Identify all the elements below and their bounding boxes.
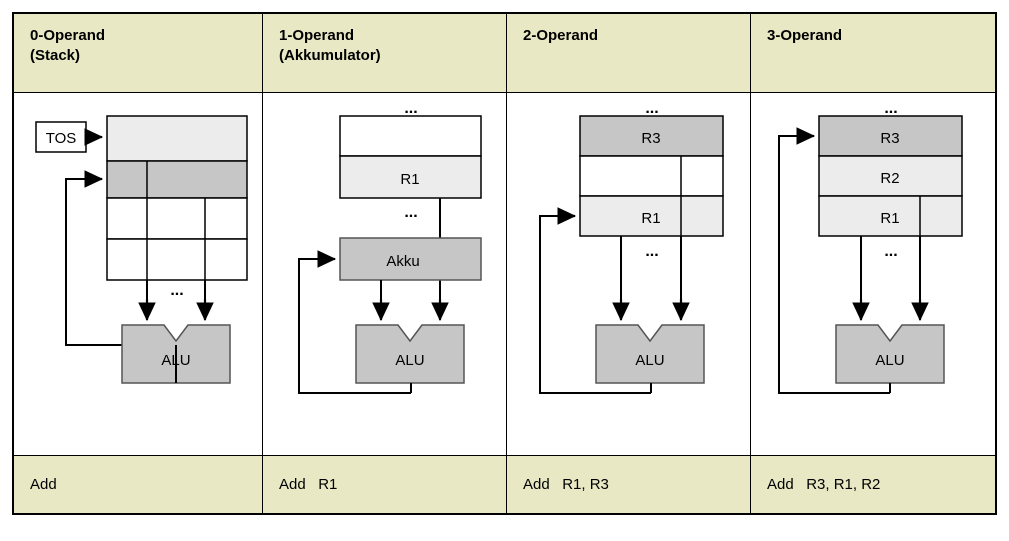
- instruction-cell-col2: Add R1, R3: [507, 456, 751, 513]
- reg-label-r1-col3: R1: [880, 210, 899, 227]
- table-header-row: 0-Operand (Stack) 1-Operand (Akkumulator…: [14, 14, 995, 93]
- ellipsis-bottom-col2: ...: [645, 243, 658, 260]
- stack-cell-third: [106, 197, 248, 240]
- reg-cell-r1-col2: [579, 195, 724, 237]
- comparison-table: 0-Operand (Stack) 1-Operand (Akkumulator…: [12, 12, 997, 515]
- table-diagram-row: TOS ... ALU: [14, 93, 995, 456]
- alu-label: ALU: [635, 352, 664, 369]
- header-cell-1-operand: 1-Operand (Akkumulator): [263, 14, 507, 92]
- ellipsis-bottom-col3: ...: [884, 243, 897, 260]
- reg-cell-blank-col1: [339, 115, 482, 157]
- instruction-cell-col0: Add: [14, 456, 263, 513]
- reg-cell-r1-col3: [818, 195, 963, 237]
- header-cell-0-operand: 0-Operand (Stack): [14, 14, 263, 92]
- diagram-cell-two-operand: ... R3 R1 ...: [507, 93, 751, 455]
- diagram-cell-three-operand: ... R3 R2 R1 ...: [751, 93, 995, 455]
- reg-label-r1-col2: R1: [641, 210, 660, 227]
- stack-cell-second: [106, 160, 248, 199]
- reg-label-r1-col1: R1: [400, 171, 419, 188]
- ellipsis-bottom-col0: ...: [170, 282, 183, 299]
- reg-cell-r1-col1: [339, 155, 482, 199]
- header-line1-col1: 1-Operand: [279, 27, 355, 44]
- reg-label-r3-col3: R3: [880, 130, 899, 147]
- reg-label-r2-col3: R2: [880, 170, 899, 187]
- header-line1-col2: 2-Operand: [523, 27, 599, 44]
- alu-shape: [595, 324, 705, 384]
- diagram-cell-stack: TOS ... ALU: [14, 93, 263, 455]
- instruction-cell-col3: Add R3, R1, R2: [751, 456, 995, 513]
- header-cell-2-operand: 2-Operand: [507, 14, 751, 92]
- alu-label: ALU: [395, 352, 424, 369]
- three-operand-diagram: ... R3 R2 R1 ...: [778, 100, 963, 394]
- stack-cell-fourth: [106, 238, 248, 281]
- reg-cell-blank-col2: [579, 155, 724, 197]
- akku-box: [339, 237, 482, 281]
- header-line2-col1: (Akkumulator): [279, 47, 381, 65]
- instruction-cell-col1: Add R1: [263, 456, 507, 513]
- ellipsis-top-col1: ...: [404, 100, 417, 117]
- accumulator-diagram: ... R1 ... Akku: [298, 100, 482, 394]
- akku-label: Akku: [386, 253, 419, 270]
- alu-shape: [355, 324, 465, 384]
- tos-label: TOS: [46, 130, 77, 147]
- ellipsis-top-col2: ...: [645, 100, 658, 117]
- ellipsis-bottom-col1: ...: [404, 204, 417, 221]
- header-line1-col0: 0-Operand: [30, 27, 106, 44]
- table-instruction-row: Add Add R1 Add R1, R3 Add R3, R1, R2: [14, 456, 995, 513]
- reg-cell-r3-col3: [818, 115, 963, 157]
- reg-cell-r3-col2: [579, 115, 724, 157]
- alu-shape: [835, 324, 945, 384]
- stack-diagram: TOS ... ALU: [35, 115, 248, 384]
- two-operand-diagram: ... R3 R1 ...: [539, 100, 724, 394]
- header-cell-3-operand: 3-Operand: [751, 14, 995, 92]
- header-line2-col0: (Stack): [30, 47, 81, 65]
- stack-cell-top: [106, 115, 248, 162]
- alu-label: ALU: [875, 352, 904, 369]
- header-line1-col3: 3-Operand: [767, 27, 843, 44]
- ellipsis-top-col3: ...: [884, 100, 897, 117]
- writeback-path-col1: [298, 258, 411, 394]
- reg-label-r3-col2: R3: [641, 130, 660, 147]
- writeback-path: [65, 178, 166, 346]
- diagram-cell-accumulator: ... R1 ... Akku: [263, 93, 507, 455]
